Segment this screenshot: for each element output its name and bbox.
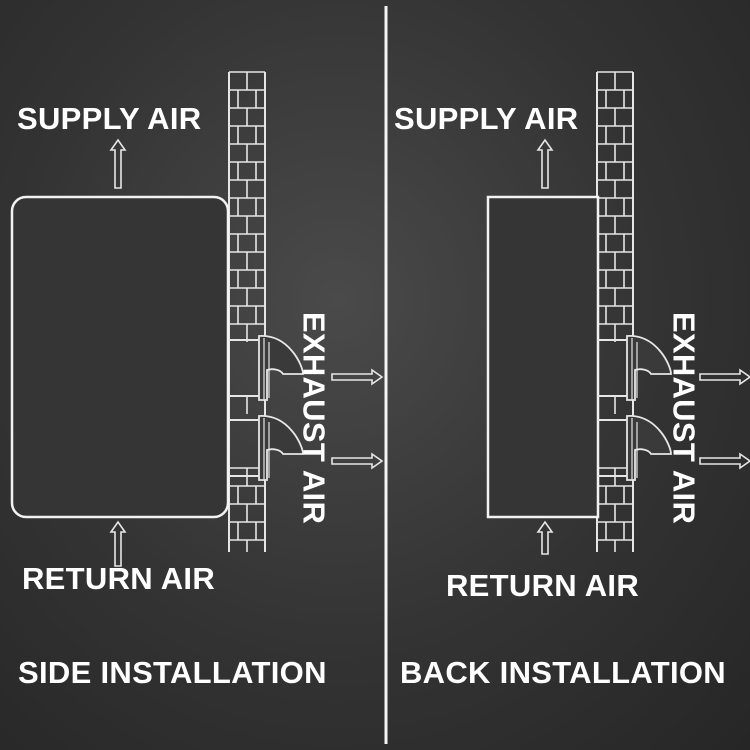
left-outlet-upper-hood xyxy=(258,335,304,401)
right-return-arrow xyxy=(536,520,554,555)
left-exhaust-arrow-upper xyxy=(331,368,384,386)
right-unit-body xyxy=(486,195,600,519)
left-return-arrow xyxy=(109,520,127,567)
right-exhaust-arrow-upper xyxy=(699,368,750,386)
left-exhaust-air-label: EXHAUST AIR xyxy=(296,311,332,525)
left-installation-caption: SIDE INSTALLATION xyxy=(18,655,327,690)
right-return-air-label: RETURN AIR xyxy=(446,568,640,603)
right-exhaust-air-label: EXHAUST AIR xyxy=(666,311,702,525)
left-supply-air-label: SUPPLY AIR xyxy=(17,101,202,136)
left-return-air-label: RETURN AIR xyxy=(22,561,216,596)
right-installation-caption: BACK INSTALLATION xyxy=(400,655,726,690)
right-outlet-upper-hood xyxy=(626,335,672,401)
left-exhaust-arrow-lower xyxy=(331,452,384,470)
right-outlet-lower-hood xyxy=(626,415,672,481)
right-supply-arrow xyxy=(536,138,554,189)
left-outlet-lower-hood xyxy=(258,415,304,481)
right-exhaust-arrow-lower xyxy=(699,452,750,470)
left-unit-body xyxy=(10,195,230,519)
right-supply-air-label: SUPPLY AIR xyxy=(394,101,579,136)
left-supply-arrow xyxy=(109,138,127,189)
